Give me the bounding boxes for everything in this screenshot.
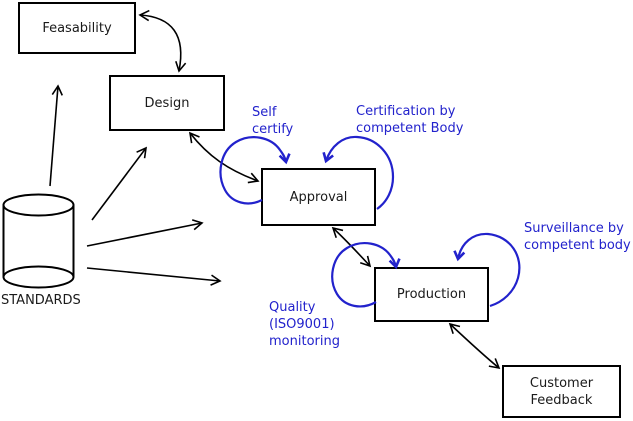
arrow-standards-approval	[86, 219, 204, 247]
arrow-production-customer-feedback	[448, 322, 501, 370]
quality-monitoring-loop-arrow	[331, 241, 401, 308]
arrow-design-approval	[188, 131, 260, 184]
arrow-standards-production	[86, 267, 222, 286]
self-certify-annotation: Self certify	[252, 105, 294, 137]
design-box	[109, 75, 225, 131]
surveillance-loop-arrow	[453, 232, 521, 308]
customer-feedback-box	[502, 365, 621, 418]
self-certify-loop-arrow	[219, 136, 291, 205]
surveillance-annotation: Surveillance by competent body	[524, 221, 631, 253]
quality-monitoring-annotation: Quality (ISO9001) monitoring	[269, 300, 340, 349]
certification-loop-arrow	[322, 135, 395, 210]
standards-label: STANDARDS	[1, 293, 81, 308]
cylinder-top-ellipse	[2, 193, 75, 217]
production-node-label: Production	[396, 287, 467, 302]
arrow-standards-design	[91, 146, 147, 221]
customer-feedback-node-label: Customer Feedback	[529, 375, 594, 408]
feasability-node-label: Feasability	[42, 20, 112, 36]
approval-box	[261, 168, 376, 226]
feasability-box	[18, 2, 136, 54]
production-box	[374, 267, 489, 322]
certification-annotation: Certification by competent Body	[356, 104, 464, 136]
cylinder-bottom-ellipse	[2, 265, 75, 289]
arrow-feasability-design	[138, 9, 187, 73]
arrow-standards-feasability	[49, 84, 63, 187]
design-node-label: Design	[144, 95, 190, 111]
approval-node-label: Approval	[289, 189, 348, 205]
standards-cylinder	[2, 193, 75, 289]
arrow-approval-production	[331, 226, 372, 268]
